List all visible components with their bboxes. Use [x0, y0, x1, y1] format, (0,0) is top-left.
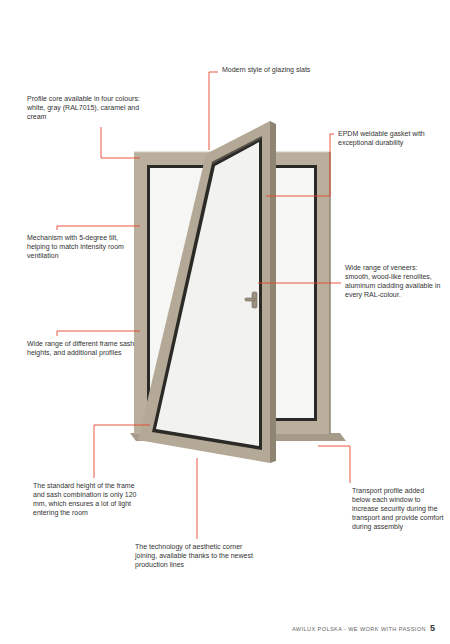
callout-label: Modern style of glazing slats — [222, 66, 372, 75]
leader-line — [209, 72, 218, 150]
callout-label: Mechanism with 5-degree tilt, helping to… — [27, 234, 139, 261]
leader-line — [266, 134, 334, 196]
sash-gasket — [152, 137, 262, 450]
sash-glass — [156, 142, 259, 446]
label-holder: Transport profile added below each windo… — [352, 487, 444, 531]
leader-line — [94, 425, 150, 478]
label-holder: Profile core available in four colours: … — [27, 95, 155, 122]
label-holder: EPDM weldable gasket with exceptional du… — [338, 130, 442, 148]
label-holder: Wide range of different frame sash heigh… — [27, 340, 139, 358]
window-handle — [245, 298, 255, 301]
callout-label: Profile core available in four colours: … — [27, 95, 155, 122]
leader-line — [197, 458, 198, 539]
leader-line — [101, 127, 140, 158]
label-holder: The technology of aesthetic corner joini… — [135, 543, 253, 570]
callout-label: Wide range of veneers: smooth, wood-like… — [345, 264, 441, 300]
leader-line — [57, 226, 140, 230]
leader-line — [57, 331, 140, 336]
page-number: 5 — [430, 623, 444, 634]
callout-label: The standard height of the frame and sas… — [33, 482, 145, 518]
leader-line — [258, 283, 341, 284]
glazing-slat — [212, 137, 262, 163]
label-holder: Modern style of glazing slats — [222, 66, 372, 75]
label-holder: The standard height of the frame and sas… — [33, 482, 145, 518]
callout-label: EPDM weldable gasket with exceptional du… — [338, 130, 442, 148]
label-holder: AWILUX POLSKA - WE WORK WITH PASSION — [232, 626, 426, 633]
footer-text: AWILUX POLSKA - WE WORK WITH PASSION — [232, 626, 426, 633]
callout-label: Transport profile added below each windo… — [352, 487, 444, 531]
label-holder: Wide range of veneers: smooth, wood-like… — [345, 264, 441, 300]
label-holder: 5 — [430, 623, 444, 634]
callout-label: Wide range of different frame sash heigh… — [27, 340, 139, 358]
callout-label: The technology of aesthetic corner joini… — [135, 543, 253, 570]
window-sash — [138, 121, 270, 463]
sash-side — [270, 121, 276, 463]
label-holder: Mechanism with 5-degree tilt, helping to… — [27, 234, 139, 261]
leader-line — [318, 446, 350, 483]
